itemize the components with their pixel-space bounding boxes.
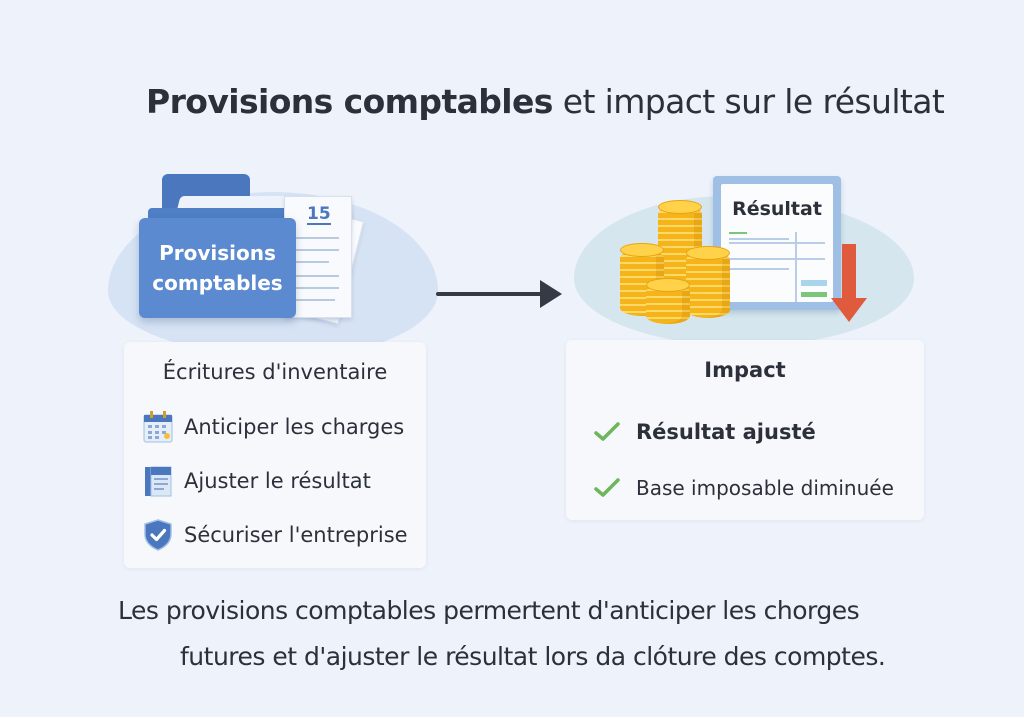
shield-check-icon <box>142 518 174 552</box>
description-line-1: Les provisions comptables permertent d'a… <box>118 596 860 625</box>
folder-label-line2: comptables <box>152 271 283 295</box>
page-title: Provisions comptables et impact sur le r… <box>146 82 945 121</box>
item-label: Base imposable diminuée <box>636 476 894 500</box>
card-heading: Impact <box>704 358 786 382</box>
item-label: Résultat ajusté <box>636 420 816 444</box>
list-item: Anticiper les charges <box>142 410 404 444</box>
document-number: 15 <box>307 204 331 225</box>
inventory-entries-card: Écritures d'inventaire Anticiper les cha… <box>124 342 426 568</box>
calendar-icon <box>142 410 174 444</box>
list-item: Sécuriser l'entreprise <box>142 518 408 552</box>
description-line-2: futures et d'ajuster le résultat lors da… <box>180 642 886 671</box>
report-title: Résultat <box>732 198 822 220</box>
title-bold: Provisions comptables <box>146 82 553 121</box>
list-item: Résultat ajusté <box>594 420 816 444</box>
document-icon <box>142 464 174 498</box>
check-icon <box>594 478 620 497</box>
item-label: Anticiper les charges <box>184 415 405 439</box>
list-item: Ajuster le résultat <box>142 464 371 498</box>
folder-icon: Provisions comptables <box>139 218 296 318</box>
folder-label-line1: Provisions <box>159 241 276 265</box>
card-heading: Écritures d'inventaire <box>162 360 388 384</box>
report-document-icon: Résultat <box>713 176 841 310</box>
list-item: Base imposable diminuée <box>594 476 894 500</box>
impact-card: Impact Résultat ajusté Base imposable di… <box>566 340 924 520</box>
check-icon <box>594 422 620 441</box>
item-label: Sécuriser l'entreprise <box>184 523 408 547</box>
item-label: Ajuster le résultat <box>184 469 371 493</box>
title-light: et impact sur le résultat <box>562 82 945 121</box>
